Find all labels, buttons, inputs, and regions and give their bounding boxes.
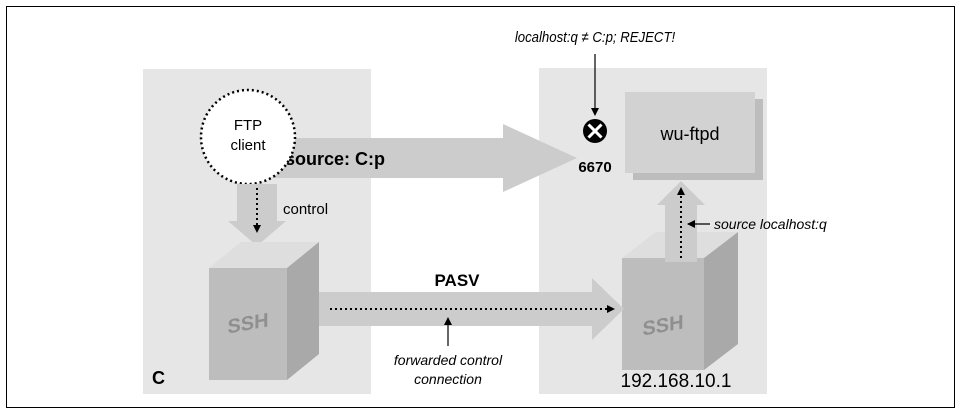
source-arrow — [268, 124, 577, 192]
ftp-client-label-line1: FTP — [234, 117, 262, 134]
ftp-client-node — [199, 88, 297, 186]
reject-label: localhost:q ≠ C:p; REJECT! — [515, 28, 675, 45]
host-ip-label: 192.168.10.1 — [621, 371, 732, 392]
ssh-cube-right — [622, 232, 738, 370]
source-cp-label: source: C:p — [285, 149, 385, 169]
pasv-label: PASV — [434, 271, 480, 290]
block-icon-cross — [587, 123, 603, 139]
control-label: control — [283, 201, 328, 218]
forwarded-label-line1: forwarded control — [394, 352, 503, 368]
server-box — [625, 92, 755, 173]
forwarded-label-line2: connection — [414, 371, 482, 387]
host-c-label: C — [152, 368, 165, 388]
ftp-client-label-line2: client — [230, 137, 266, 154]
port-label: 6670 — [578, 159, 611, 176]
server-label: wu-ftpd — [659, 124, 719, 144]
ssh-cube-left — [209, 242, 319, 380]
source-localhost-label: source localhost:q — [714, 216, 827, 232]
